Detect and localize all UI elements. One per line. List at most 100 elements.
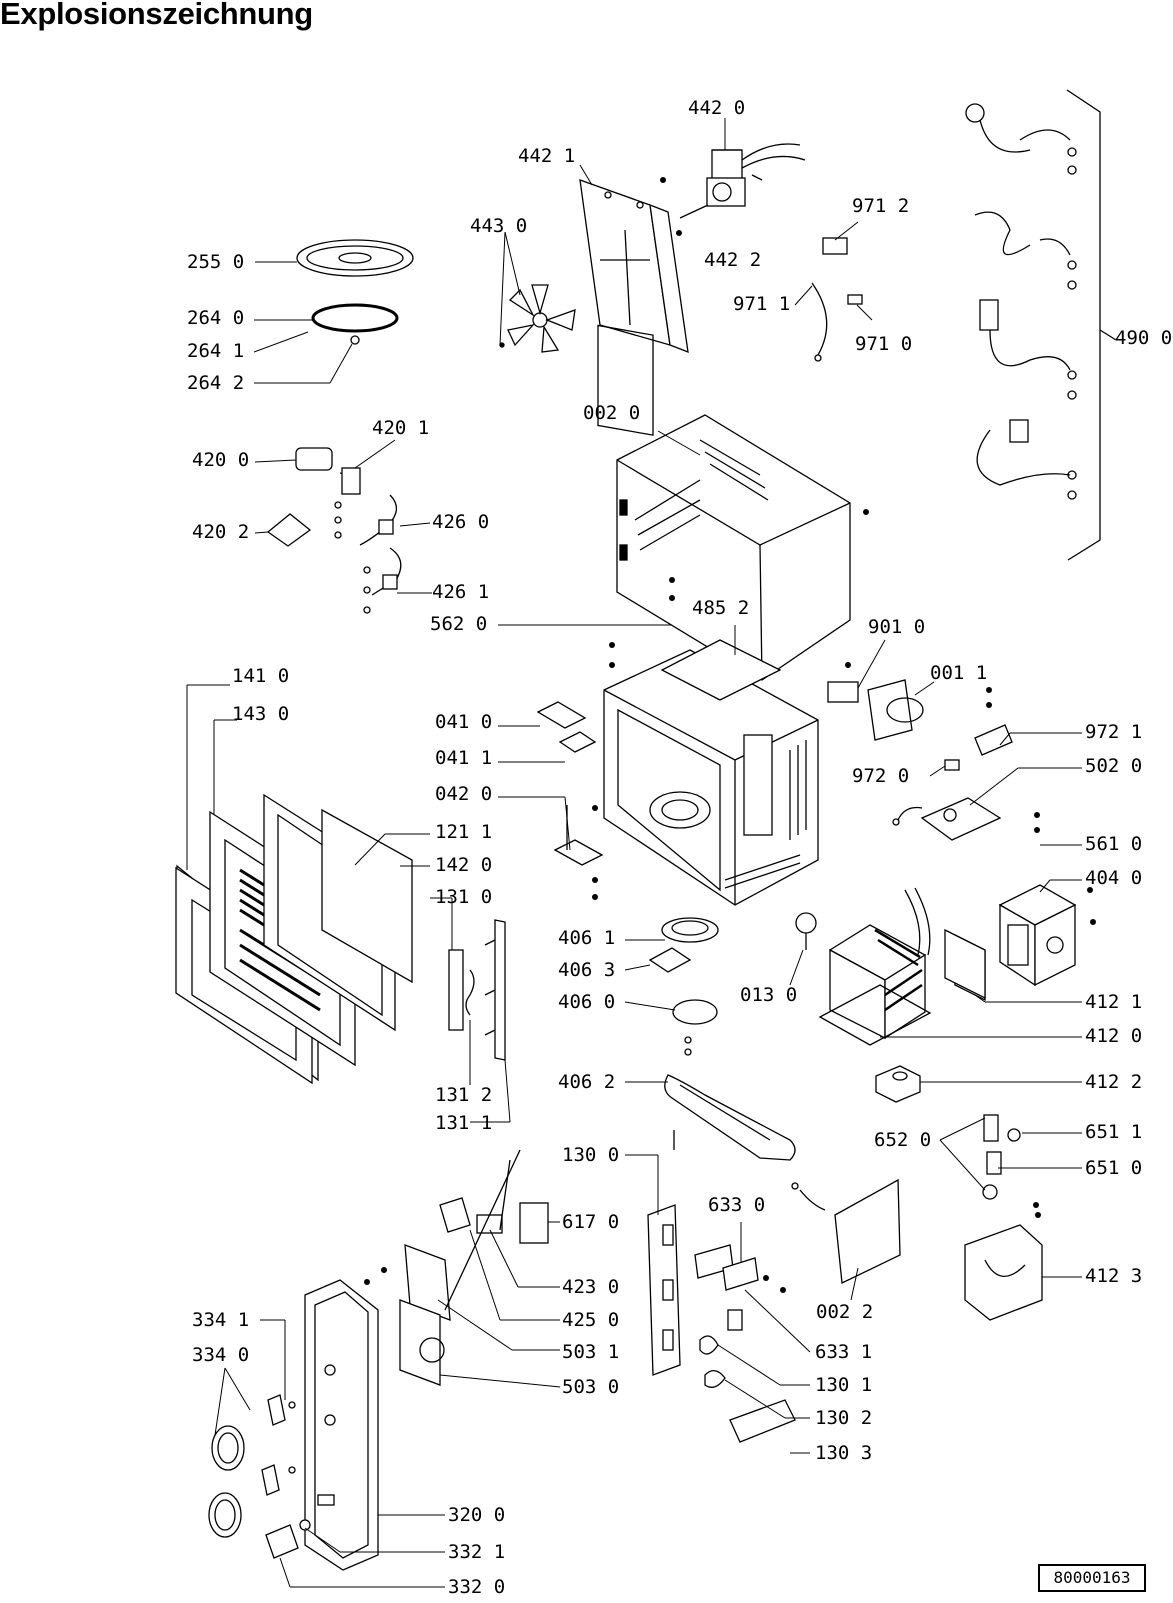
part-label-6170: 617 0 (562, 1211, 620, 1233)
part-label-9720: 972 0 (852, 765, 910, 787)
part-label-9721: 972 1 (1085, 721, 1143, 743)
outer-case (616, 414, 851, 681)
part-label-5030: 503 0 (562, 1376, 620, 1398)
part-label-4123: 412 3 (1085, 1265, 1143, 1287)
part-label-0411: 041 1 (435, 747, 493, 769)
fuse-holder (827, 679, 924, 741)
part-label-3321: 332 1 (448, 1541, 506, 1563)
part-label-2641: 264 1 (187, 340, 245, 362)
rubber-foot (875, 1065, 921, 1103)
part-label-1302: 130 2 (815, 1407, 873, 1429)
part-label-5610: 561 0 (1085, 833, 1143, 855)
part-label-9711: 971 1 (733, 293, 791, 315)
part-label-0011: 001 1 (930, 662, 988, 684)
door-latch-lever (448, 919, 506, 1061)
part-label-4202: 420 2 (192, 521, 250, 543)
fan-shroud (579, 179, 689, 436)
part-label-3200: 320 0 (448, 1504, 506, 1526)
part-label-9010: 901 0 (868, 616, 926, 638)
timer-switch-cluster (399, 1149, 549, 1386)
control-panel (304, 1279, 379, 1571)
fan-motor (679, 143, 806, 219)
part-label-1211: 121 1 (435, 821, 493, 843)
part-label-1420: 142 0 (435, 854, 493, 876)
hv-capacitor (266, 447, 361, 547)
screws (364, 177, 1096, 1293)
page-title: Explosionszeichnung (0, 0, 313, 31)
thermal-switch (811, 237, 863, 362)
part-label-4062: 406 2 (558, 1071, 616, 1093)
part-label-1303: 130 3 (815, 1442, 873, 1464)
part-label-4121: 412 1 (1085, 991, 1143, 1013)
part-label-4063: 406 3 (558, 959, 616, 981)
part-label-4060: 406 0 (558, 991, 616, 1013)
hv-diode (359, 494, 402, 614)
motor-bracket (664, 1074, 796, 1161)
part-label-0022: 002 2 (816, 1301, 874, 1323)
part-label-5031: 503 1 (562, 1341, 620, 1363)
part-label-9712: 971 2 (852, 195, 910, 217)
hv-fuse-lamp (982, 1114, 1021, 1200)
part-label-0410: 041 0 (435, 711, 493, 733)
part-label-3340: 334 0 (192, 1344, 250, 1366)
part-label-5020: 502 0 (1085, 755, 1143, 777)
roller-ring (311, 303, 399, 345)
oven-cavity (603, 639, 819, 906)
part-label-4261: 426 1 (432, 581, 490, 603)
latch-board (647, 1204, 796, 1443)
document-number-box: 80000163 (1038, 1564, 1146, 1592)
part-label-1311: 131 1 (435, 1112, 493, 1134)
glass-turntable (296, 239, 414, 277)
part-label-3341: 334 1 (192, 1309, 250, 1331)
fan-blade (499, 284, 576, 353)
part-label-1410: 141 0 (232, 665, 290, 687)
part-label-1300: 130 0 (562, 1144, 620, 1166)
part-label-2642: 264 2 (187, 372, 245, 394)
leader-lines (186, 118, 1082, 1588)
part-label-4201: 420 1 (372, 417, 430, 439)
part-label-2640: 264 0 (187, 307, 245, 329)
part-label-0420: 042 0 (435, 783, 493, 805)
cavity-bracket (964, 1224, 1043, 1321)
part-label-1310: 131 0 (435, 886, 493, 908)
part-label-4122: 412 2 (1085, 1071, 1143, 1093)
part-label-4200: 420 0 (192, 449, 250, 471)
part-label-4250: 425 0 (562, 1309, 620, 1331)
part-label-4040: 404 0 (1085, 867, 1143, 889)
part-label-0020: 002 0 (583, 402, 641, 424)
part-label-9710: 971 0 (855, 333, 913, 355)
door-assembly (175, 793, 413, 1085)
part-label-4120: 412 0 (1085, 1025, 1143, 1047)
knob-set (208, 1394, 296, 1538)
part-label-1430: 143 0 (232, 703, 290, 725)
part-label-5620: 562 0 (430, 613, 488, 635)
part-label-6520: 652 0 (874, 1129, 932, 1151)
part-label-4900: 490 0 (1115, 327, 1173, 349)
part-label-4061: 406 1 (558, 927, 616, 949)
stirrer-parts (648, 912, 817, 1056)
part-label-1312: 131 2 (435, 1084, 493, 1106)
part-label-2550: 255 0 (187, 251, 245, 273)
part-label-6510: 651 0 (1085, 1157, 1143, 1179)
noise-filter-board (892, 797, 1002, 841)
part-label-4230: 423 0 (562, 1276, 620, 1298)
part-label-0130: 013 0 (740, 984, 798, 1006)
part-label-4430: 443 0 (470, 215, 528, 237)
part-label-4422: 442 2 (704, 249, 762, 271)
button-set (265, 1519, 311, 1559)
mica-sheet (944, 928, 986, 1000)
part-label-6330: 633 0 (708, 1194, 766, 1216)
part-label-1301: 130 1 (815, 1374, 873, 1396)
hv-transformer (818, 887, 932, 1046)
part-label-4852: 485 2 (692, 597, 750, 619)
interlock-switch-972 (944, 724, 1013, 771)
cover-plate (791, 1178, 901, 1284)
part-label-4420: 442 0 (688, 97, 746, 119)
door-hinge-set (536, 701, 604, 866)
part-label-6511: 651 1 (1085, 1121, 1143, 1143)
part-label-4421: 442 1 (518, 145, 576, 167)
power-cord-set (965, 89, 1117, 561)
part-label-3320: 332 0 (448, 1576, 506, 1598)
part-label-4260: 426 0 (432, 511, 490, 533)
